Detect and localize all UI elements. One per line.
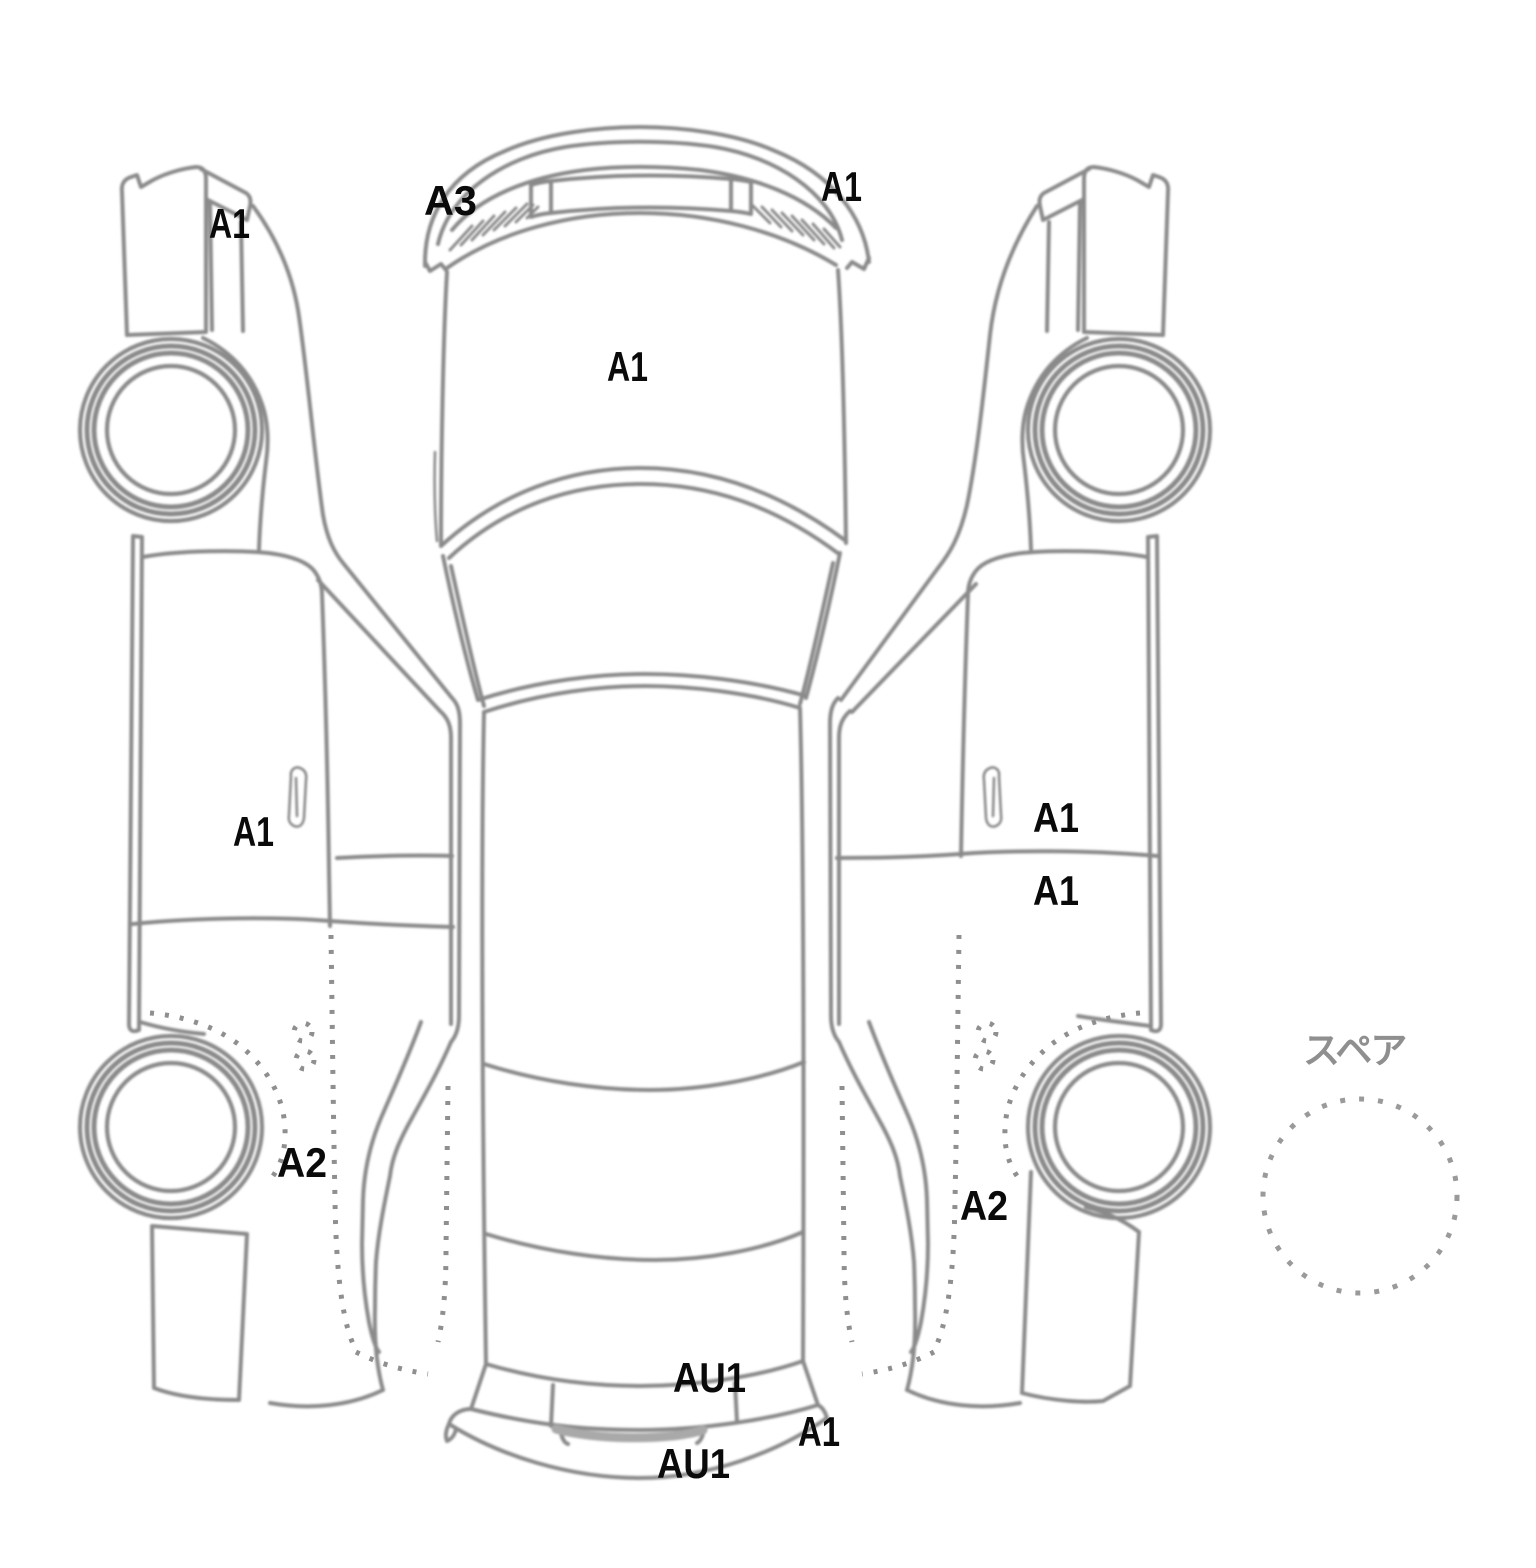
svg-text:スペア: スペア xyxy=(1303,1030,1406,1071)
svg-text:A2: A2 xyxy=(277,1139,327,1186)
svg-text:AU1: AU1 xyxy=(673,1354,746,1401)
svg-text:AU1: AU1 xyxy=(657,1440,730,1487)
svg-text:A1: A1 xyxy=(209,200,250,247)
svg-text:A1: A1 xyxy=(798,1408,840,1455)
svg-text:A3: A3 xyxy=(424,177,477,224)
svg-text:A1: A1 xyxy=(1033,867,1079,914)
svg-text:A1: A1 xyxy=(1033,794,1079,841)
svg-text:A2: A2 xyxy=(960,1182,1008,1229)
svg-text:A1: A1 xyxy=(233,808,274,855)
svg-text:A1: A1 xyxy=(607,343,648,390)
svg-text:A1: A1 xyxy=(821,163,862,210)
